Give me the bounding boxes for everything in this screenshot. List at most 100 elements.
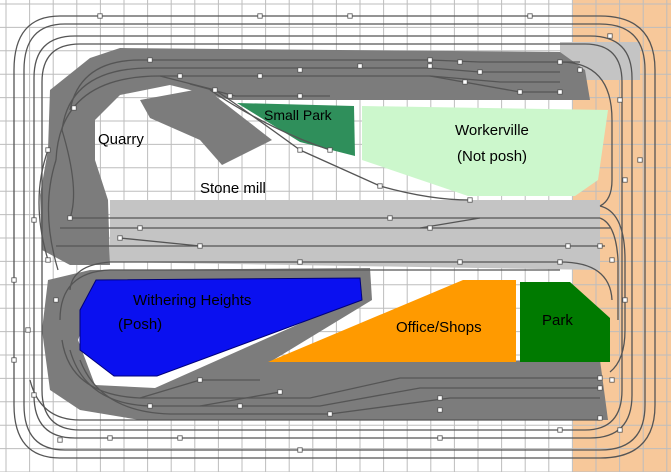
workerville-zone	[362, 106, 608, 196]
switch-marker	[427, 225, 433, 231]
switch-marker	[427, 57, 433, 63]
switch-marker	[577, 67, 583, 73]
switch-marker	[427, 63, 433, 69]
switch-marker	[557, 89, 563, 95]
outer-loop-track-2	[23, 23, 646, 451]
switch-marker	[565, 243, 571, 249]
switch-marker	[437, 407, 443, 413]
switch-marker	[387, 215, 393, 221]
workerville-label: Workerville	[455, 122, 529, 139]
switch-marker	[462, 79, 468, 85]
switch-marker	[57, 437, 63, 443]
track-lines	[13, 15, 656, 459]
switch-marker	[71, 105, 77, 111]
switch-marker	[347, 13, 353, 19]
outer-loop-track	[13, 15, 656, 459]
workerville-sublabel: (Not posh)	[457, 148, 527, 165]
switch-marker	[177, 435, 183, 441]
switch-marker	[607, 33, 613, 39]
switch-marker	[297, 147, 303, 153]
switch-marker	[297, 259, 303, 265]
switch-marker	[25, 327, 31, 333]
small-park-zone	[237, 103, 355, 156]
switch-marker	[297, 67, 303, 73]
switch-marker	[147, 57, 153, 63]
lower-yard-track	[59, 269, 560, 321]
quarry-bed	[140, 88, 272, 165]
switch-marker	[622, 297, 628, 303]
switch-marker	[597, 375, 603, 381]
switch-marker	[97, 13, 103, 19]
switch-marker	[237, 403, 243, 409]
zone-labels: Quarry Stone mill Small Park Workerville…	[98, 107, 573, 336]
office-shops-label: Office/Shops	[396, 319, 482, 336]
switch-marker	[597, 385, 603, 391]
switch-marker	[147, 403, 153, 409]
middle-light-bed	[110, 200, 600, 270]
right-track	[559, 61, 613, 207]
switch-marker	[609, 377, 615, 383]
switch-marker	[11, 277, 17, 283]
switch-marker	[297, 93, 303, 99]
switch-marker	[517, 89, 523, 95]
stone-mill-label: Stone mill	[200, 180, 266, 197]
switch-marker	[107, 435, 113, 441]
switch-marker	[622, 177, 628, 183]
switch-marker	[637, 157, 643, 163]
right-track	[599, 217, 619, 320]
switch-marker	[137, 225, 143, 231]
switch-marker	[457, 259, 463, 265]
upper-yard-track	[209, 89, 331, 151]
switch-marker	[457, 59, 463, 65]
switch-marker	[257, 73, 263, 79]
switch-marker	[212, 87, 218, 93]
park-label: Park	[542, 312, 573, 329]
park-zone	[520, 282, 610, 362]
upper-yard-track	[61, 67, 560, 131]
lower-yard-track	[61, 339, 600, 399]
withering-heights-sublabel: (Posh)	[118, 316, 162, 333]
switch-marker	[117, 235, 123, 241]
switch-marker	[477, 69, 483, 75]
withering-heights-label: Withering Heights	[133, 292, 251, 309]
office-shops-zone	[268, 280, 516, 362]
switch-marker	[557, 427, 563, 433]
switch-marker	[297, 447, 303, 453]
switch-marker	[357, 63, 363, 69]
switch-marker	[597, 243, 603, 249]
switch-marker	[45, 257, 51, 263]
withering-heights-zone	[79, 277, 363, 377]
lower-yard-track	[29, 379, 600, 421]
switch-marker	[437, 395, 443, 401]
switch-marker	[557, 259, 563, 265]
switch-marker	[197, 243, 203, 249]
switch-marker	[67, 215, 73, 221]
switch-marker	[327, 147, 333, 153]
switch-marker	[197, 377, 203, 383]
right-track	[599, 205, 626, 373]
switch-marker	[45, 147, 51, 153]
switch-marker	[177, 73, 183, 79]
second-loop-track-2	[41, 43, 623, 431]
switch-marker	[617, 427, 623, 433]
lower-yard-track	[79, 359, 600, 415]
switch-marker	[53, 297, 59, 303]
switch-marker	[31, 392, 37, 398]
second-loop-track	[33, 35, 633, 439]
switch-marker	[527, 13, 533, 19]
switch-marker	[31, 217, 37, 223]
switch-marker	[11, 357, 17, 363]
quarry-label: Quarry	[98, 131, 144, 148]
lower-yard-track	[199, 391, 281, 407]
switch-marker	[617, 97, 623, 103]
left-track	[38, 149, 49, 261]
middle-track	[119, 237, 201, 247]
upper-bed	[40, 48, 590, 265]
small-park-label: Small Park	[264, 107, 333, 123]
left-track	[61, 129, 75, 219]
switch-marker	[277, 389, 283, 395]
switch-marker	[557, 59, 563, 65]
switch-markers	[11, 13, 643, 453]
switch-marker	[327, 411, 333, 417]
